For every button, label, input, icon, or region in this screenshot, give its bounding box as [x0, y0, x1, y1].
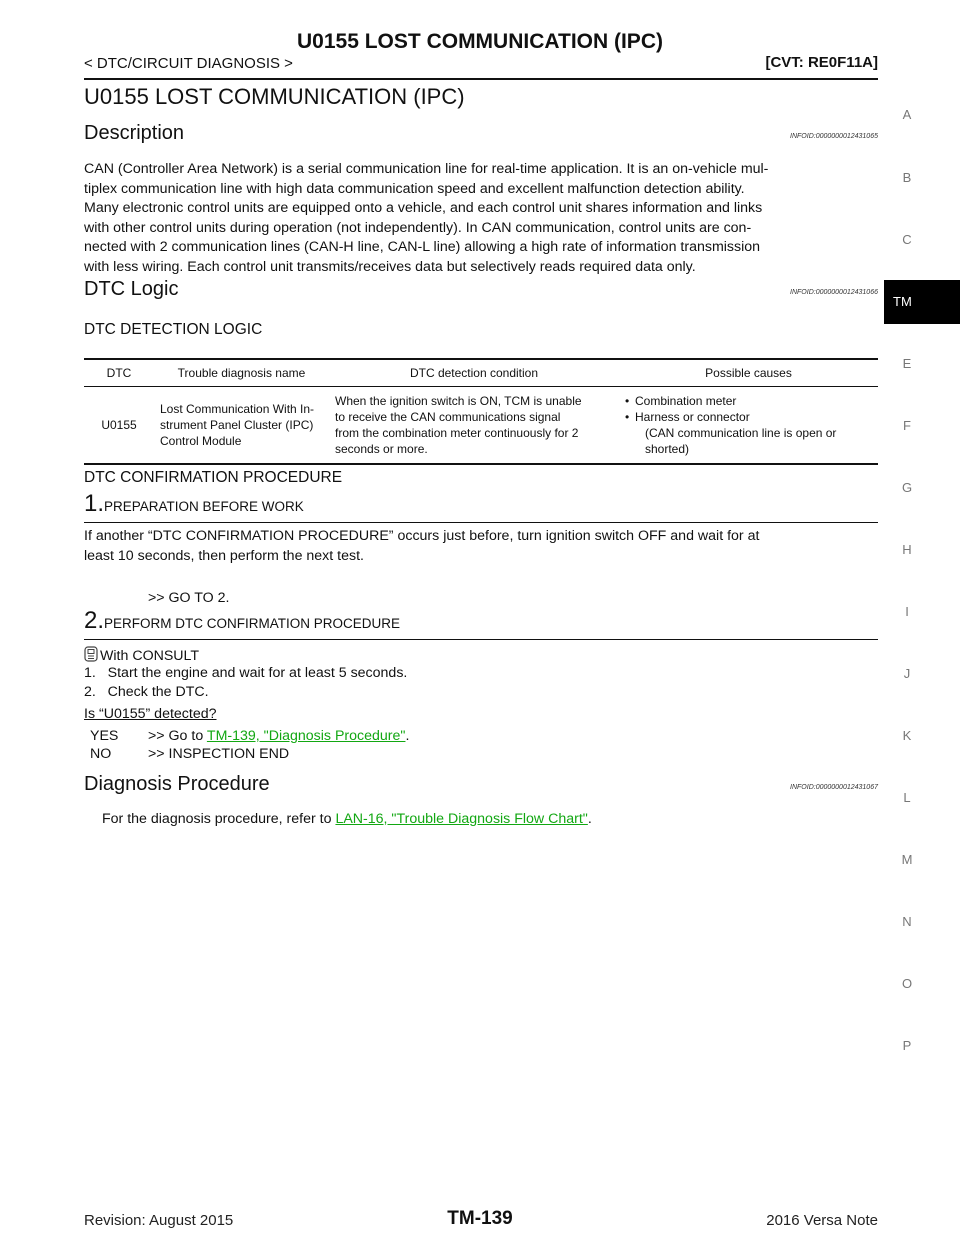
page-title: U0155 LOST COMMUNICATION (IPC): [84, 84, 465, 109]
breadcrumb: < DTC/CIRCUIT DIAGNOSIS >: [84, 55, 293, 72]
table-row: U0155 Lost Communication With In- strume…: [84, 387, 878, 464]
running-header-title: U0155 LOST COMMUNICATION (IPC): [297, 30, 663, 53]
step-number: 2.: [84, 607, 105, 634]
diagnosis-suffix: .: [587, 811, 592, 827]
dtc-table-wrapper: DTC Trouble diagnosis name DTC detection…: [84, 358, 878, 465]
list-item: Combination meter: [625, 393, 872, 409]
step-2-item: 1. Start the engine and wait for at leas…: [84, 665, 408, 681]
description-line: with less wiring. Each control unit tran…: [84, 258, 696, 275]
cell-line: shorted): [645, 442, 690, 456]
column-header: DTC detection condition: [329, 360, 619, 387]
side-index-f[interactable]: F: [903, 418, 911, 433]
cell-line: seconds or more.: [335, 442, 428, 456]
footer-revision: Revision: August 2015: [84, 1212, 234, 1229]
column-header: DTC: [84, 360, 154, 387]
side-index-m[interactable]: M: [901, 852, 913, 867]
with-consult-line: With CONSULT: [84, 646, 199, 666]
causes-note: (CAN communication line is open or short…: [625, 425, 872, 457]
yes-action: >> Go to TM-139, "Diagnosis Procedure".: [148, 728, 409, 744]
trouble-diagnosis-flow-chart-link[interactable]: LAN-16, "Trouble Diagnosis Flow Chart": [335, 811, 588, 827]
side-index-j[interactable]: J: [903, 666, 911, 681]
step-1-goto: >> GO TO 2.: [148, 590, 230, 606]
step-1-rule: [84, 522, 878, 523]
page-number: TM-139: [447, 1208, 513, 1229]
causes-list: Combination meter Harness or connector: [625, 393, 872, 425]
column-header: Trouble diagnosis name: [154, 360, 329, 387]
side-index-c[interactable]: C: [902, 232, 912, 247]
header-rule: [84, 78, 878, 80]
side-index-e[interactable]: E: [902, 356, 912, 371]
step-title: PERFORM DTC CONFIRMATION PROCEDURE: [104, 616, 401, 631]
detection-condition-cell: When the ignition switch is ON, TCM is u…: [329, 387, 619, 464]
side-index-tm-active[interactable]: TM: [884, 280, 960, 324]
diagnosis-heading: Diagnosis Procedure: [84, 773, 270, 795]
description-line: CAN (Controller Area Network) is a seria…: [84, 161, 769, 177]
description-line: with other control units during operatio…: [84, 219, 752, 236]
cell-line: (CAN communication line is open or: [645, 426, 837, 440]
dtc-logic-heading: DTC Logic: [84, 278, 179, 300]
yes-suffix: .: [405, 728, 410, 744]
step-2-heading: 2.PERFORM DTC CONFIRMATION PROCEDURE: [84, 607, 400, 635]
diagnosis-infoid: INFOID:0000000012431067: [790, 784, 878, 791]
description-line: tiplex communication line with high data…: [84, 180, 745, 197]
description-infoid: INFOID:0000000012431065: [790, 133, 878, 140]
side-index-k[interactable]: K: [902, 728, 912, 743]
cell-line: from the combination meter continuously …: [335, 426, 579, 440]
side-index-l[interactable]: L: [903, 790, 911, 805]
trouble-name-cell: Lost Communication With In- strument Pan…: [154, 387, 329, 464]
no-label: NO: [90, 746, 112, 762]
column-header: Possible causes: [619, 360, 878, 387]
step-1-line: least 10 seconds, then perform the next …: [84, 547, 364, 564]
cell-line: Control Module: [160, 434, 242, 448]
step-2-question: Is “U0155” detected?: [84, 706, 217, 722]
description-paragraph: CAN (Controller Area Network) is a seria…: [84, 160, 878, 278]
diagnosis-reference: For the diagnosis procedure, refer to LA…: [102, 811, 592, 827]
dtc-detection-heading: DTC DETECTION LOGIC: [84, 321, 263, 338]
footer-vehicle: 2016 Versa Note: [766, 1212, 878, 1229]
side-index-n[interactable]: N: [902, 914, 912, 929]
side-index-h[interactable]: H: [902, 542, 912, 557]
step-number: 1.: [84, 490, 105, 517]
possible-causes-cell: Combination meter Harness or connector (…: [619, 387, 878, 464]
description-line: nected with 2 communication lines (CAN-H…: [84, 239, 761, 256]
with-consult-label: With CONSULT: [100, 648, 200, 664]
side-index-p[interactable]: P: [902, 1038, 912, 1053]
table-header-row: DTC Trouble diagnosis name DTC detection…: [84, 360, 878, 387]
side-index-g[interactable]: G: [901, 480, 913, 495]
cell-line: strument Panel Cluster (IPC): [160, 418, 314, 432]
step-1-line: If another “DTC CONFIRMATION PROCEDURE” …: [84, 528, 760, 544]
dtc-code-cell: U0155: [101, 418, 137, 432]
list-item: Harness or connector: [625, 409, 872, 425]
step-title: PREPARATION BEFORE WORK: [104, 499, 304, 514]
consult-icon: [84, 646, 98, 666]
cell-line: When the ignition switch is ON, TCM is u…: [335, 394, 582, 408]
cell-line: to receive the CAN communications signal: [335, 410, 561, 424]
side-index-a[interactable]: A: [902, 107, 912, 122]
description-line: Many electronic control units are equipp…: [84, 200, 763, 217]
cell-line: Lost Communication With In-: [160, 402, 315, 416]
description-heading: Description: [84, 122, 185, 144]
side-index-b[interactable]: B: [902, 170, 912, 185]
yes-label: YES: [90, 728, 119, 744]
step-1-heading: 1.PREPARATION BEFORE WORK: [84, 490, 304, 518]
step-1-paragraph: If another “DTC CONFIRMATION PROCEDURE” …: [84, 527, 878, 566]
side-index-i[interactable]: I: [905, 604, 909, 619]
diagnosis-procedure-link[interactable]: TM-139, "Diagnosis Procedure": [206, 728, 406, 744]
step-2-item: 2. Check the DTC.: [84, 684, 209, 700]
dtc-confirmation-heading: DTC CONFIRMATION PROCEDURE: [84, 469, 343, 486]
model-tag: [CVT: RE0F11A]: [765, 54, 878, 71]
dtc-table: DTC Trouble diagnosis name DTC detection…: [84, 360, 878, 463]
side-index-o[interactable]: O: [901, 976, 913, 991]
diagnosis-prefix: For the diagnosis procedure, refer to: [102, 811, 336, 827]
step-2-rule: [84, 639, 878, 640]
no-action: >> INSPECTION END: [148, 746, 290, 762]
yes-prefix: >> Go to: [148, 728, 207, 744]
dtc-logic-infoid: INFOID:0000000012431066: [790, 289, 878, 296]
